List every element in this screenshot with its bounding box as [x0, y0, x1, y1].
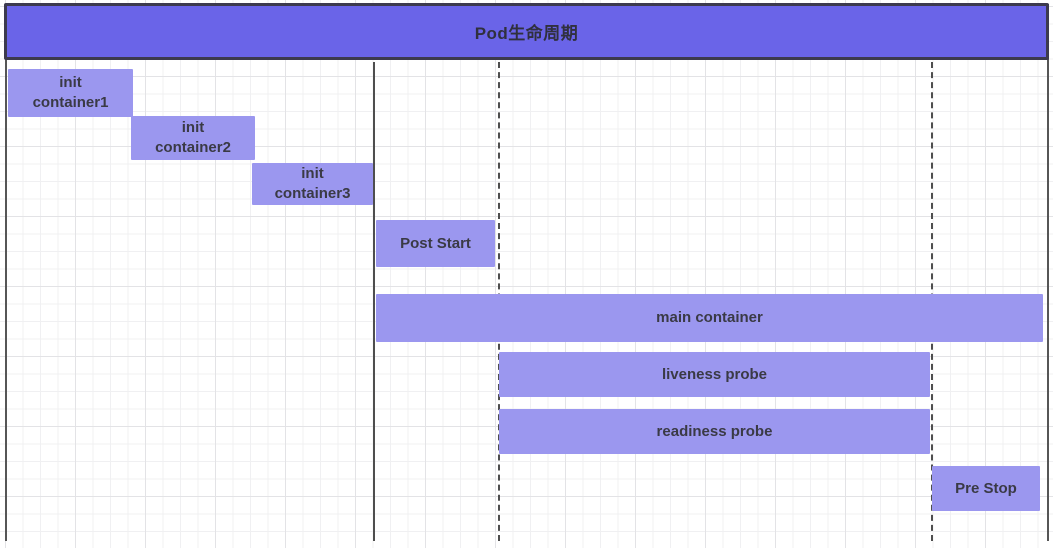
- bar-liveness-probe: liveness probe: [499, 352, 930, 397]
- bar-post-start: Post Start: [376, 220, 495, 267]
- bar-init-container1: init container1: [8, 69, 133, 117]
- bar-label: init: [181, 119, 205, 136]
- bar-label: Post Start: [400, 234, 471, 252]
- diagram-title-bar: Pod生命周期: [4, 3, 1049, 60]
- bar-init-container3: init container3: [252, 163, 373, 205]
- bar-pre-stop: Pre Stop: [932, 466, 1040, 511]
- diagram-outer-frame: [5, 4, 1049, 541]
- bar-label: container1: [32, 94, 109, 111]
- bar-main-container: main container: [376, 294, 1043, 342]
- bar-label: init: [59, 74, 82, 91]
- bar-label: init: [301, 165, 324, 182]
- bar-label: Pre Stop: [955, 479, 1017, 497]
- phase-line-init-end: [373, 62, 375, 541]
- bar-label: readiness probe: [656, 422, 773, 440]
- bar-init-container2: init container2: [131, 116, 255, 160]
- bar-label: liveness probe: [661, 365, 768, 383]
- diagram-title: Pod生命周期: [474, 24, 579, 43]
- bar-label: container3: [274, 185, 351, 202]
- bar-readiness-probe: readiness probe: [499, 409, 930, 454]
- bar-label: container2: [155, 139, 231, 156]
- bar-label: main container: [656, 309, 763, 326]
